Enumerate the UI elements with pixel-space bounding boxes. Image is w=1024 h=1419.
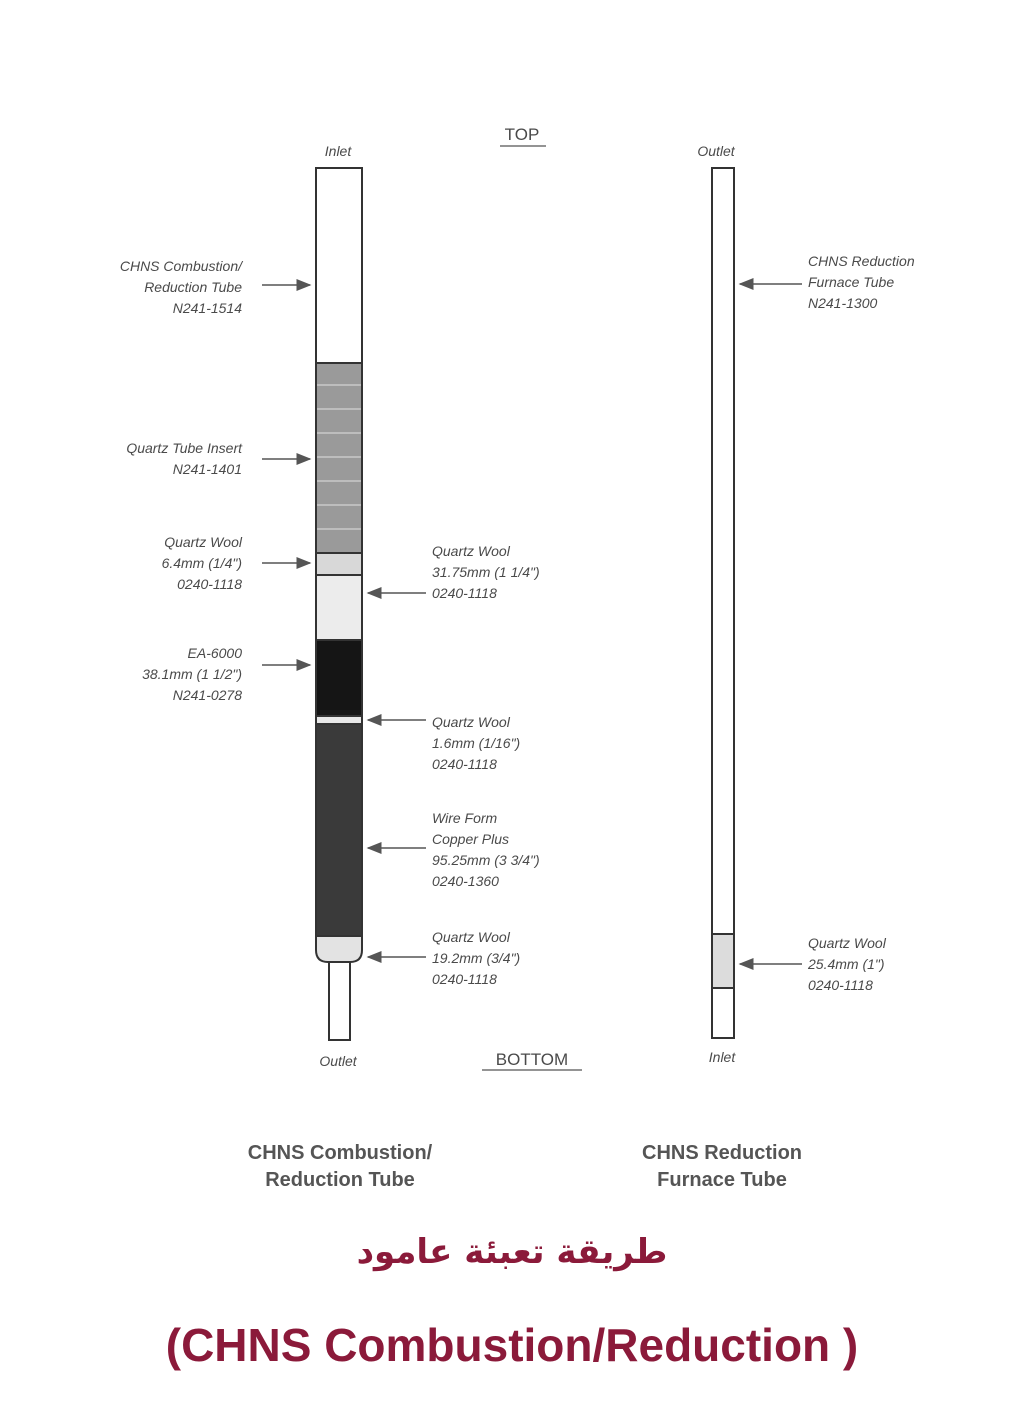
svg-text:Quartz Wool: Quartz Wool (432, 929, 511, 945)
svg-text:CHNS Reduction: CHNS Reduction (808, 253, 915, 269)
svg-text:Reduction Tube: Reduction Tube (265, 1169, 415, 1191)
label-combustion-tube: CHNS Combustion/ Reduction Tube N241-151… (120, 258, 312, 316)
combustion-reduction-tube (315, 167, 363, 1041)
right-inlet-label: Inlet (709, 1049, 737, 1065)
svg-text:6.4mm (1/4"): 6.4mm (1/4") (162, 555, 242, 571)
svg-text:Furnace Tube: Furnace Tube (808, 274, 894, 290)
arabic-title: طريقة تعبئة عامود (356, 1232, 668, 1272)
svg-text:19.2mm (3/4"): 19.2mm (3/4") (432, 950, 520, 966)
svg-text:N241-0278: N241-0278 (173, 687, 242, 703)
svg-text:0240-1118: 0240-1118 (177, 576, 242, 592)
english-title: (CHNS Combustion/Reduction ) (165, 1319, 859, 1371)
label-quartz-wool-19-2mm: Quartz Wool 19.2mm (3/4") 0240-1118 (366, 929, 520, 987)
svg-text:0240-1118: 0240-1118 (432, 585, 497, 601)
quartz-wool-1-6mm-section (315, 715, 363, 725)
svg-text:25.4mm (1"): 25.4mm (1") (807, 956, 885, 972)
left-inlet-label: Inlet (325, 143, 353, 159)
label-quartz-insert: Quartz Tube Insert N241-1401 (126, 440, 312, 477)
top-label: TOP (505, 125, 540, 144)
furnace-tube-body (711, 167, 735, 935)
svg-text:EA-6000: EA-6000 (188, 645, 243, 661)
right-tube-caption: CHNS Reduction Furnace Tube (642, 1142, 802, 1191)
svg-text:Quartz Wool: Quartz Wool (432, 543, 511, 559)
svg-text:0240-1118: 0240-1118 (808, 977, 873, 993)
label-quartz-wool-31-75mm: Quartz Wool 31.75mm (1 1/4") 0240-1118 (366, 543, 540, 601)
right-outlet-label: Outlet (697, 143, 735, 159)
svg-text:0240-1118: 0240-1118 (432, 756, 497, 772)
svg-text:N241-1514: N241-1514 (173, 300, 242, 316)
left-tube-caption: CHNS Combustion/ Reduction Tube (248, 1142, 433, 1191)
svg-text:CHNS Reduction: CHNS Reduction (642, 1142, 802, 1164)
tube-outlet-stem (328, 961, 351, 1041)
svg-text:1.6mm (1/16"): 1.6mm (1/16") (432, 735, 520, 751)
label-quartz-wool-6-4mm: Quartz Wool 6.4mm (1/4") 0240-1118 (162, 534, 312, 592)
svg-text:Quartz Wool: Quartz Wool (808, 935, 887, 951)
reduction-furnace-tube (711, 167, 735, 1039)
furnace-tube-bottom (711, 987, 735, 1039)
label-quartz-wool-25-4mm: Quartz Wool 25.4mm (1") 0240-1118 (738, 935, 887, 993)
svg-text:95.25mm (3 3/4"): 95.25mm (3 3/4") (432, 852, 540, 868)
label-ea6000: EA-6000 38.1mm (1 1/2") N241-0278 (142, 645, 312, 703)
svg-text:0240-1360: 0240-1360 (432, 873, 499, 889)
quartz-wool-6-4mm-section (315, 552, 363, 576)
label-copper-plus: Wire Form Copper Plus 95.25mm (3 3/4") 0… (366, 810, 540, 889)
svg-text:0240-1118: 0240-1118 (432, 971, 497, 987)
svg-text:Quartz Wool: Quartz Wool (432, 714, 511, 730)
tube-empty-section (315, 167, 363, 364)
quartz-tube-insert-section (315, 362, 363, 554)
svg-text:31.75mm (1 1/4"): 31.75mm (1 1/4") (432, 564, 540, 580)
copper-plus-section (315, 723, 363, 937)
svg-text:CHNS Combustion/: CHNS Combustion/ (248, 1142, 433, 1164)
left-outlet-label: Outlet (319, 1053, 357, 1069)
svg-text:Furnace Tube: Furnace Tube (657, 1169, 787, 1191)
furnace-quartz-wool-section (711, 933, 735, 989)
svg-text:Copper Plus: Copper Plus (432, 831, 509, 847)
svg-text:Quartz Tube Insert: Quartz Tube Insert (126, 440, 243, 456)
label-furnace-tube: CHNS Reduction Furnace Tube N241-1300 (738, 253, 915, 311)
quartz-wool-31-75mm-section (315, 574, 363, 641)
svg-text:38.1mm (1 1/2"): 38.1mm (1 1/2") (142, 666, 242, 682)
svg-text:N241-1300: N241-1300 (808, 295, 877, 311)
svg-text:Quartz Wool: Quartz Wool (164, 534, 243, 550)
svg-text:Wire Form: Wire Form (432, 810, 498, 826)
ea6000-section (315, 639, 363, 717)
quartz-wool-19-2mm-section (315, 935, 363, 963)
bottom-label: BOTTOM (496, 1050, 568, 1069)
tube-diagram: TOP BOTTOM Inlet Outlet CHNS Combustion/… (120, 125, 915, 1191)
label-quartz-wool-1-6mm: Quartz Wool 1.6mm (1/16") 0240-1118 (366, 714, 520, 772)
svg-text:CHNS Combustion/: CHNS Combustion/ (120, 258, 244, 274)
svg-text:N241-1401: N241-1401 (173, 461, 242, 477)
svg-text:Reduction Tube: Reduction Tube (144, 279, 242, 295)
